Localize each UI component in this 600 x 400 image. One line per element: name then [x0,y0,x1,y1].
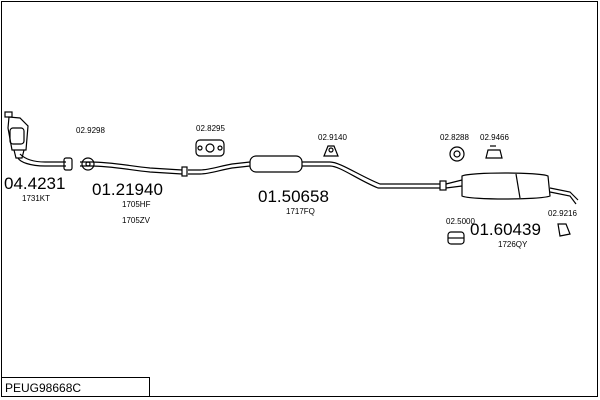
accessory-02-8295: 02.8295 [196,124,225,133]
centre-silencer-icon[interactable] [249,155,447,191]
front-pipe-icon[interactable] [17,153,73,171]
accessory-02-9140: 02.9140 [318,133,347,142]
part-ref-1705zv: 1705ZV [122,216,151,225]
gasket-icon-02-8295[interactable] [195,139,225,157]
intermediate-pipe-icon[interactable] [80,161,251,177]
mount-icon-02-9466[interactable] [485,145,503,159]
accessory-02-5000: 02.5000 [446,217,475,226]
part-number-01-50658: 01.50658 [258,187,329,206]
part-number-04-4231: 04.4231 [4,174,66,193]
rear-silencer-icon[interactable] [445,172,579,205]
clamp-icon-02-5000[interactable] [447,231,465,245]
part-ref-1705hf: 1705HF [122,200,151,209]
ring-icon-02-8288[interactable] [449,146,465,162]
clip-icon-02-9216[interactable] [557,223,571,237]
accessory-02-8288: 02.8288 [440,133,469,142]
part-number-01-21940: 01.21940 [92,180,163,199]
accessory-02-9298: 02.9298 [76,126,105,135]
diagram-code: PEUG98668C [1,377,150,397]
part-ref-1717fq: 1717FQ [286,207,315,216]
accessory-02-9216: 02.9216 [548,209,577,218]
clamp-icon-02-9298[interactable] [81,157,95,171]
hanger-icon-02-9140[interactable] [323,145,339,157]
part-ref-1726qy: 1726QY [498,240,528,249]
catalytic-converter-icon[interactable] [4,111,29,159]
accessory-02-9466: 02.9466 [480,133,509,142]
part-number-01-60439: 01.60439 [470,220,541,239]
part-ref-1731kt: 1731KT [22,194,51,203]
